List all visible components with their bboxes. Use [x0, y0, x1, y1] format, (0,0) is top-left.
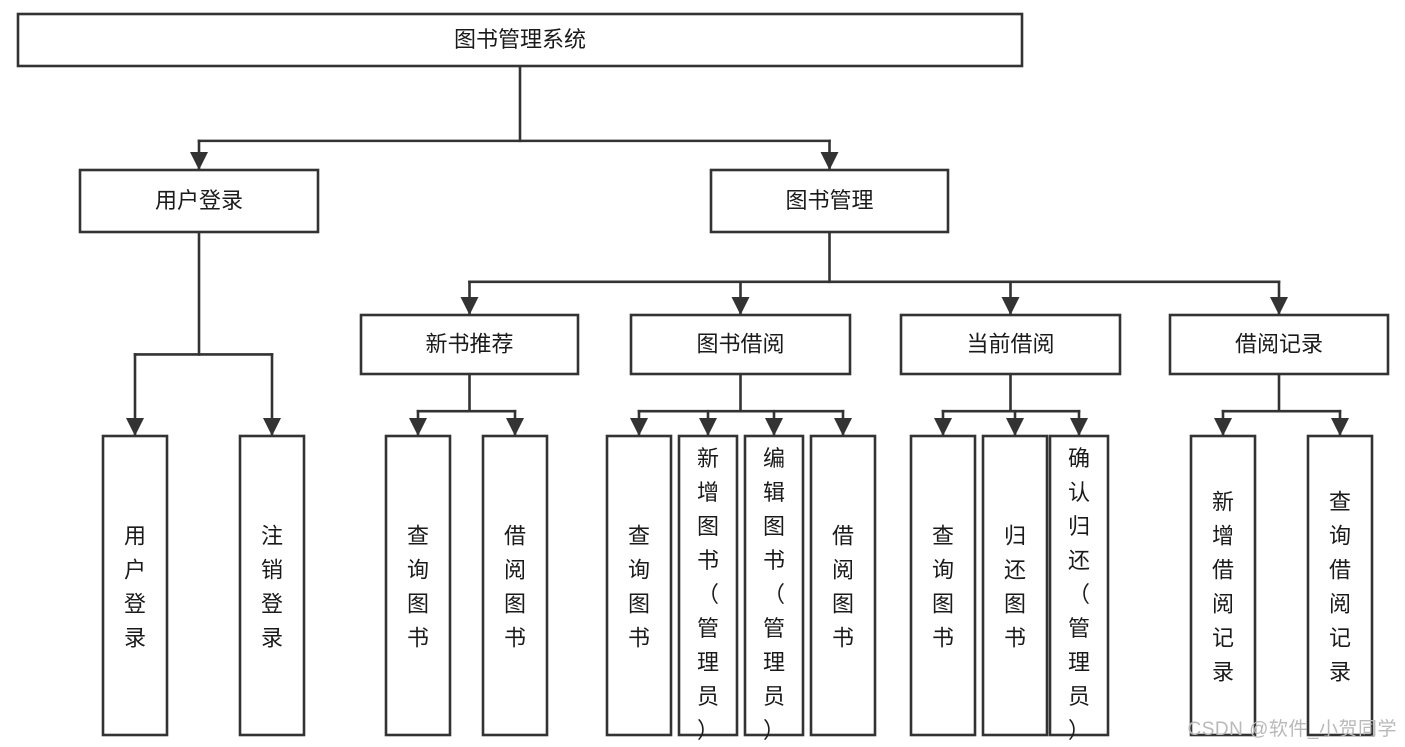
node-label-leaf-query-book-1: 查询图书 [407, 524, 429, 651]
connector-group-book-borrow [630, 372, 852, 438]
arrow-head-icon [820, 152, 839, 170]
node-box-leaf-edit-book[interactable] [743, 434, 805, 737]
node-new-book-recommend[interactable]: 新书推荐 [359, 313, 580, 376]
node-box-current-borrow[interactable] [899, 313, 1122, 376]
arrow-head-icon [834, 418, 852, 436]
node-leaf-return-book[interactable]: 归还图书 [981, 434, 1049, 737]
node-book-manage[interactable]: 图书管理 [709, 168, 950, 234]
node-label-current-borrow: 当前借阅 [966, 331, 1054, 356]
node-leaf-borrow-book-1[interactable]: 借阅图书 [481, 434, 549, 737]
node-label-leaf-borrow-book-2: 借阅图书 [832, 524, 854, 651]
node-label-user-login: 用户登录 [155, 188, 243, 213]
node-box-leaf-query-record[interactable] [1306, 434, 1374, 737]
arrow-head-icon [934, 418, 952, 436]
node-box-borrow-record[interactable] [1168, 313, 1390, 376]
arrow-head-icon [126, 418, 144, 436]
node-label-leaf-query-book-3: 查询图书 [932, 524, 954, 651]
node-leaf-add-book[interactable]: 新增图书（管理员） [677, 434, 739, 743]
connector-group-borrow-record [1214, 372, 1349, 438]
node-leaf-query-book-1[interactable]: 查询图书 [384, 434, 452, 737]
node-box-root[interactable] [16, 12, 1024, 68]
watermark-text: CSDN @软件_小贺同学 [1187, 719, 1397, 740]
node-label-leaf-query-book-2: 查询图书 [628, 524, 650, 651]
node-box-leaf-logout[interactable] [238, 434, 306, 737]
node-leaf-logout[interactable]: 注销登录 [238, 434, 306, 737]
node-label-book-manage: 图书管理 [785, 188, 873, 213]
node-label-leaf-return-book: 归还图书 [1004, 524, 1026, 651]
node-root[interactable]: 图书管理系统 [16, 12, 1024, 68]
connector-lines-layer [126, 64, 1349, 438]
node-book-borrow[interactable]: 图书借阅 [629, 313, 852, 376]
node-box-leaf-user-login[interactable] [101, 434, 169, 737]
node-box-leaf-confirm-return[interactable] [1048, 434, 1110, 737]
node-current-borrow[interactable]: 当前借阅 [899, 313, 1122, 376]
arrow-head-icon [263, 418, 281, 436]
node-label-leaf-user-login: 用户登录 [124, 524, 146, 651]
node-box-leaf-query-book-3[interactable] [909, 434, 977, 737]
node-box-book-borrow[interactable] [629, 313, 852, 376]
node-leaf-edit-book[interactable]: 编辑图书（管理员） [743, 434, 805, 743]
arrow-head-icon [1270, 297, 1288, 315]
arrow-head-icon [765, 418, 783, 436]
node-leaf-user-login[interactable]: 用户登录 [101, 434, 169, 737]
node-leaf-confirm-return[interactable]: 确认归还（管理员） [1048, 434, 1110, 743]
node-box-leaf-query-book-2[interactable] [605, 434, 673, 737]
arrow-head-icon [630, 418, 648, 436]
node-label-leaf-query-record: 查询借阅记录 [1329, 490, 1351, 685]
arrow-head-icon [1214, 418, 1232, 436]
node-leaf-query-book-2[interactable]: 查询图书 [605, 434, 673, 737]
arrow-head-icon [1070, 418, 1088, 436]
node-box-book-manage[interactable] [709, 168, 950, 234]
arrow-head-icon [460, 297, 479, 315]
arrow-head-icon [409, 418, 427, 436]
node-label-leaf-logout: 注销登录 [261, 524, 283, 651]
node-label-new-book-recommend: 新书推荐 [425, 331, 513, 356]
connector-group-user-login [126, 230, 281, 438]
node-leaf-query-record[interactable]: 查询借阅记录 [1306, 434, 1374, 737]
node-label-leaf-edit-book: 编辑图书（管理员） [763, 446, 785, 743]
node-box-leaf-add-record[interactable] [1189, 434, 1257, 737]
node-leaf-query-book-3[interactable]: 查询图书 [909, 434, 977, 737]
arrow-head-icon [731, 297, 750, 315]
node-label-leaf-confirm-return: 确认归还（管理员） [1068, 446, 1090, 743]
node-label-leaf-add-record: 新增借阅记录 [1212, 490, 1234, 685]
connector-group-root [190, 64, 839, 172]
node-label-book-borrow: 图书借阅 [696, 331, 784, 356]
arrow-head-icon [506, 418, 524, 436]
arrow-head-icon [1006, 418, 1024, 436]
arrow-head-icon [1001, 297, 1020, 315]
node-box-leaf-borrow-book-1[interactable] [481, 434, 549, 737]
connector-group-book-manage [460, 230, 1288, 317]
node-user-login[interactable]: 用户登录 [78, 168, 320, 234]
node-label-leaf-add-book: 新增图书（管理员） [697, 446, 719, 743]
node-leaf-add-record[interactable]: 新增借阅记录 [1189, 434, 1257, 737]
node-leaf-borrow-book-2[interactable]: 借阅图书 [809, 434, 877, 737]
node-box-leaf-add-book[interactable] [677, 434, 739, 737]
arrow-head-icon [699, 418, 717, 436]
node-box-user-login[interactable] [78, 168, 320, 234]
arrow-head-icon [1331, 418, 1349, 436]
node-box-leaf-borrow-book-2[interactable] [809, 434, 877, 737]
node-label-borrow-record: 借阅记录 [1235, 331, 1323, 356]
arrow-head-icon [190, 152, 208, 170]
node-box-leaf-query-book-1[interactable] [384, 434, 452, 737]
node-label-root: 图书管理系统 [454, 27, 586, 52]
node-box-new-book-recommend[interactable] [359, 313, 580, 376]
connector-group-new-book-recommend [409, 372, 524, 438]
node-box-leaf-return-book[interactable] [981, 434, 1049, 737]
nodes-layer: 图书管理系统用户登录图书管理新书推荐图书借阅当前借阅借阅记录用户登录注销登录查询… [16, 12, 1390, 743]
node-label-leaf-borrow-book-1: 借阅图书 [504, 524, 526, 651]
connector-group-current-borrow [934, 372, 1088, 438]
node-borrow-record[interactable]: 借阅记录 [1168, 313, 1390, 376]
